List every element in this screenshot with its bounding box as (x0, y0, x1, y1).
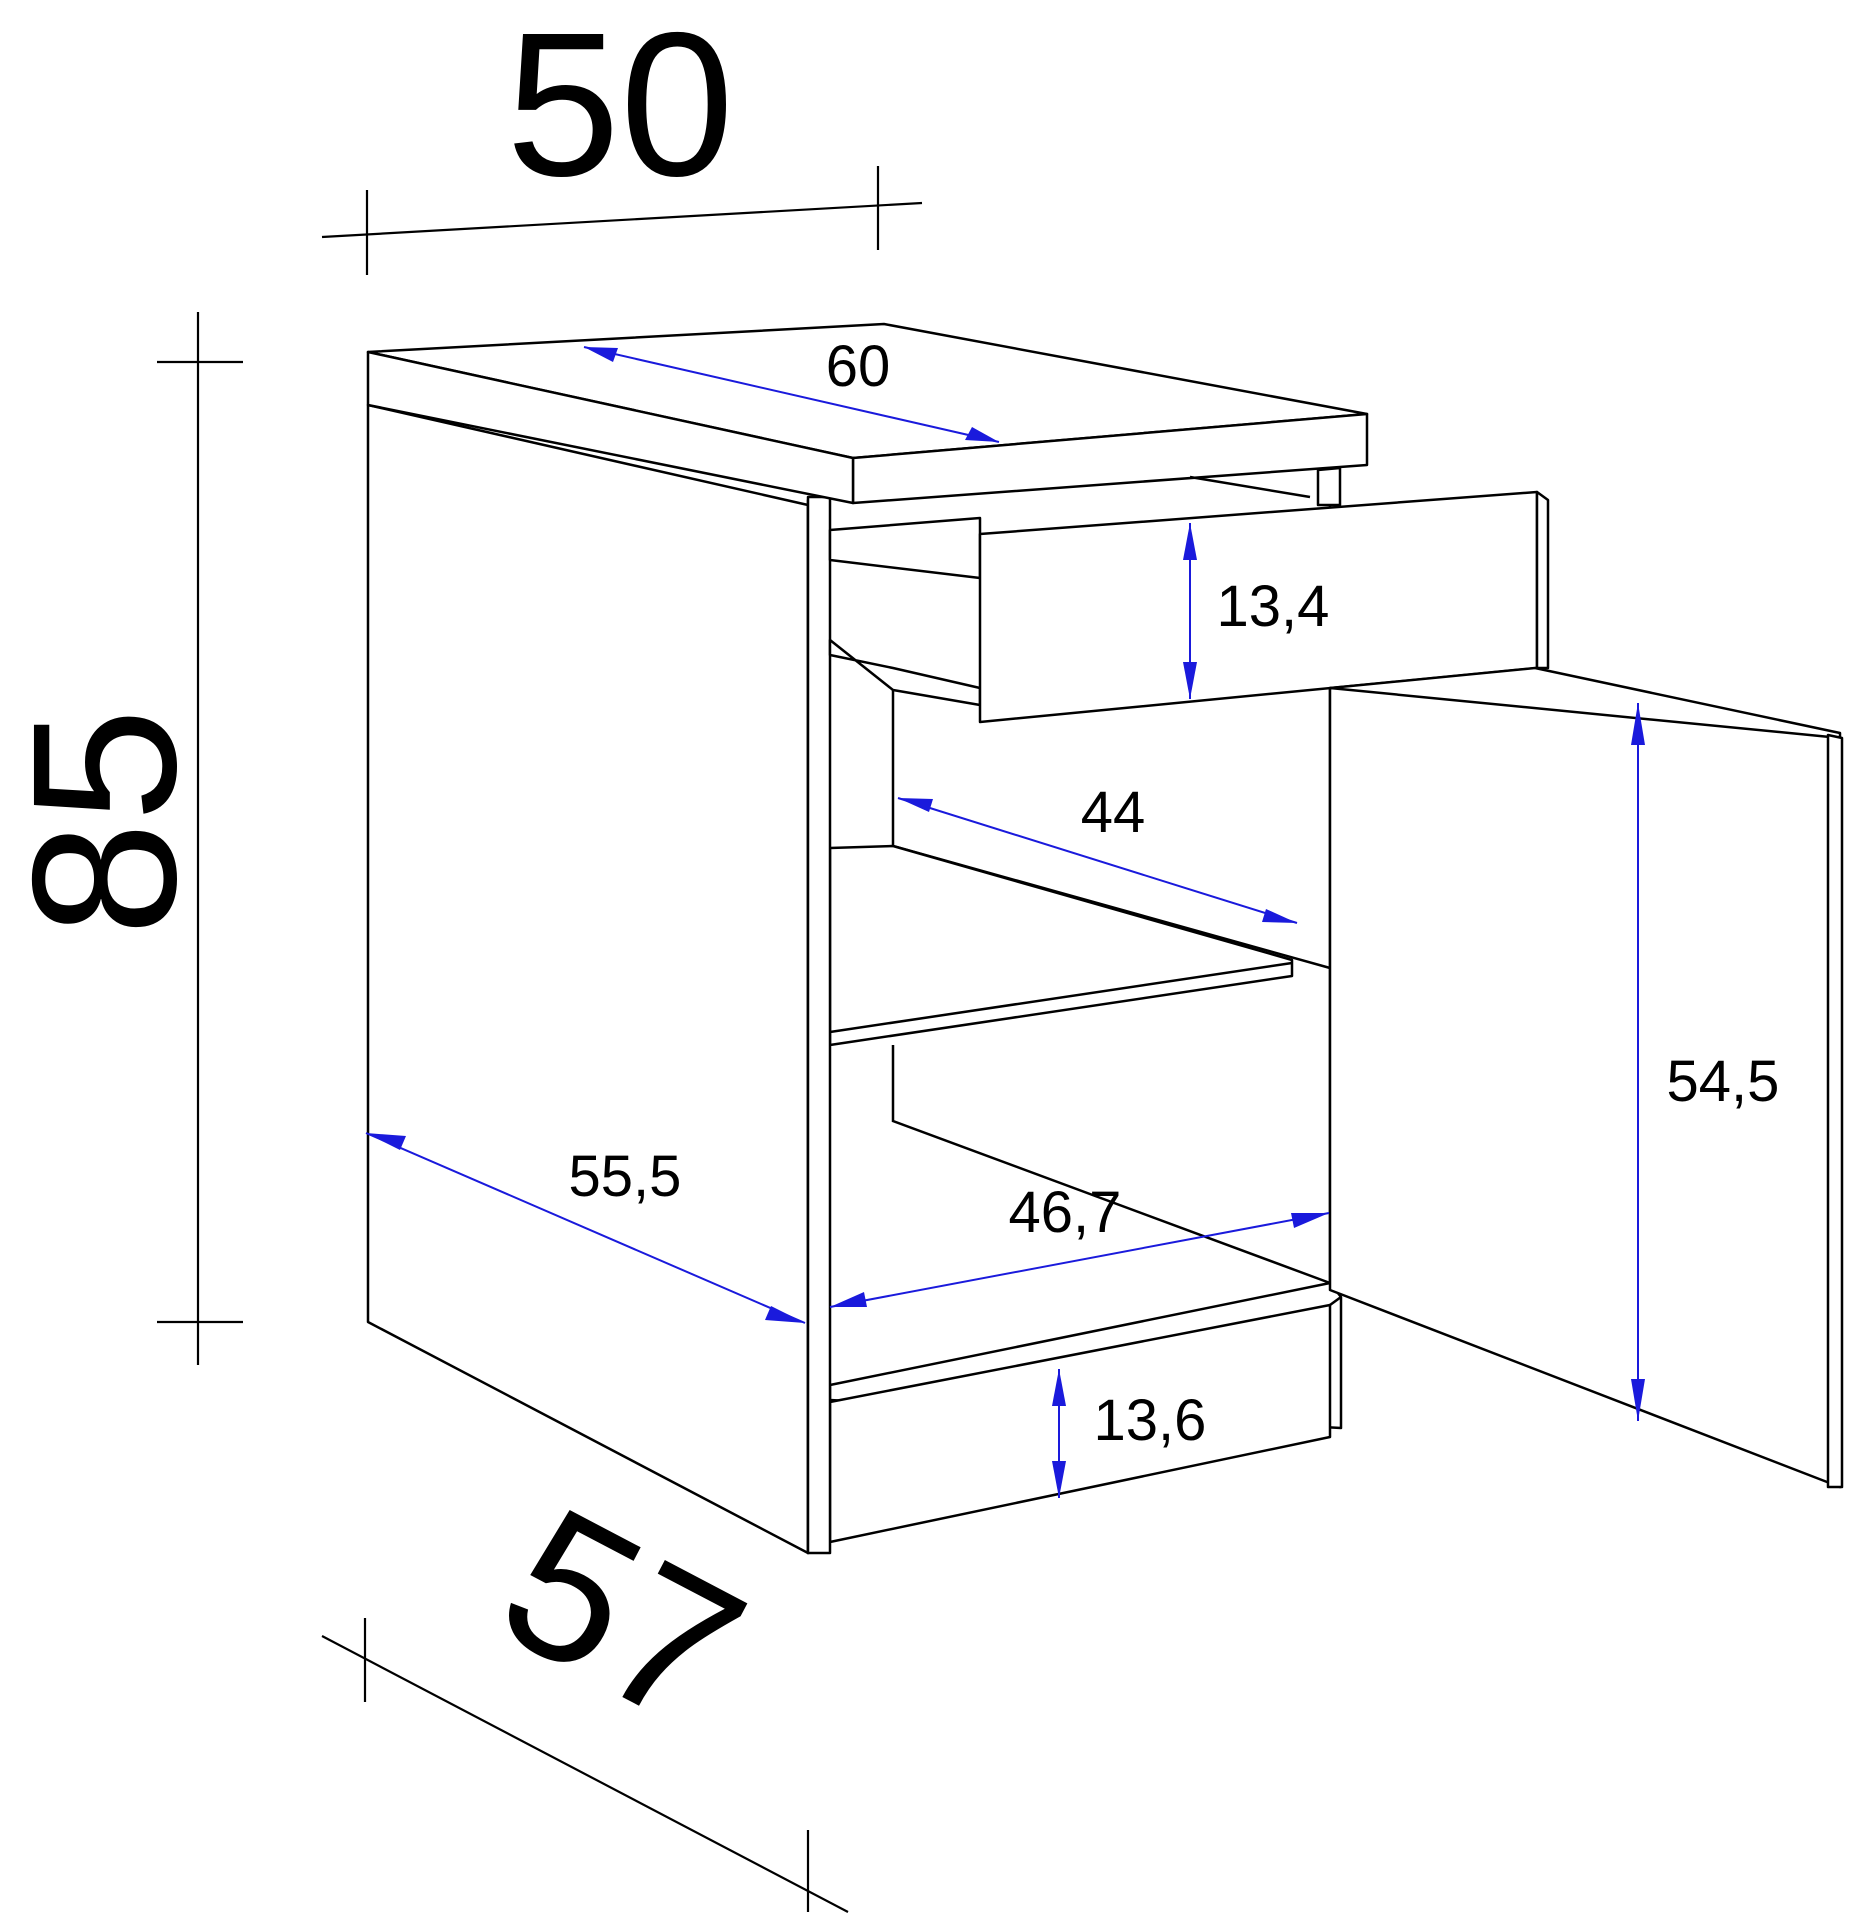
cabinet-left-side (366, 403, 810, 1555)
door (1328, 666, 1844, 1489)
dim-arrow-44 (897, 797, 1298, 924)
dim-arrow-13-6 (1052, 1369, 1066, 1498)
width-dimension (321, 166, 923, 275)
cabinet-front-edge (806, 495, 832, 1555)
width-label: 50 (506, 0, 734, 219)
countertop-depth-label: 60 (826, 334, 891, 399)
shelf-depth-label: 44 (1081, 780, 1146, 845)
door-height-label: 54,5 (1667, 1049, 1780, 1114)
inner-width-label: 46,7 (1009, 1180, 1122, 1245)
height-label: 85 (0, 708, 219, 936)
dim-arrow-13-4 (1183, 523, 1197, 699)
countertop (366, 322, 1369, 507)
side-depth-label: 55,5 (569, 1144, 682, 1209)
drawer-height-label: 13,4 (1217, 574, 1330, 639)
dim-arrow-46-7 (829, 1212, 1330, 1308)
plinth-height-label: 13,6 (1094, 1388, 1207, 1453)
dim-arrow-54-5 (1631, 703, 1645, 1421)
drawer (828, 475, 1550, 724)
dim-arrow-55-5 (365, 1132, 806, 1324)
dim-arrow-60 (583, 346, 1000, 443)
height-dimension (157, 312, 243, 1365)
depth-dimension (321, 1618, 849, 1913)
